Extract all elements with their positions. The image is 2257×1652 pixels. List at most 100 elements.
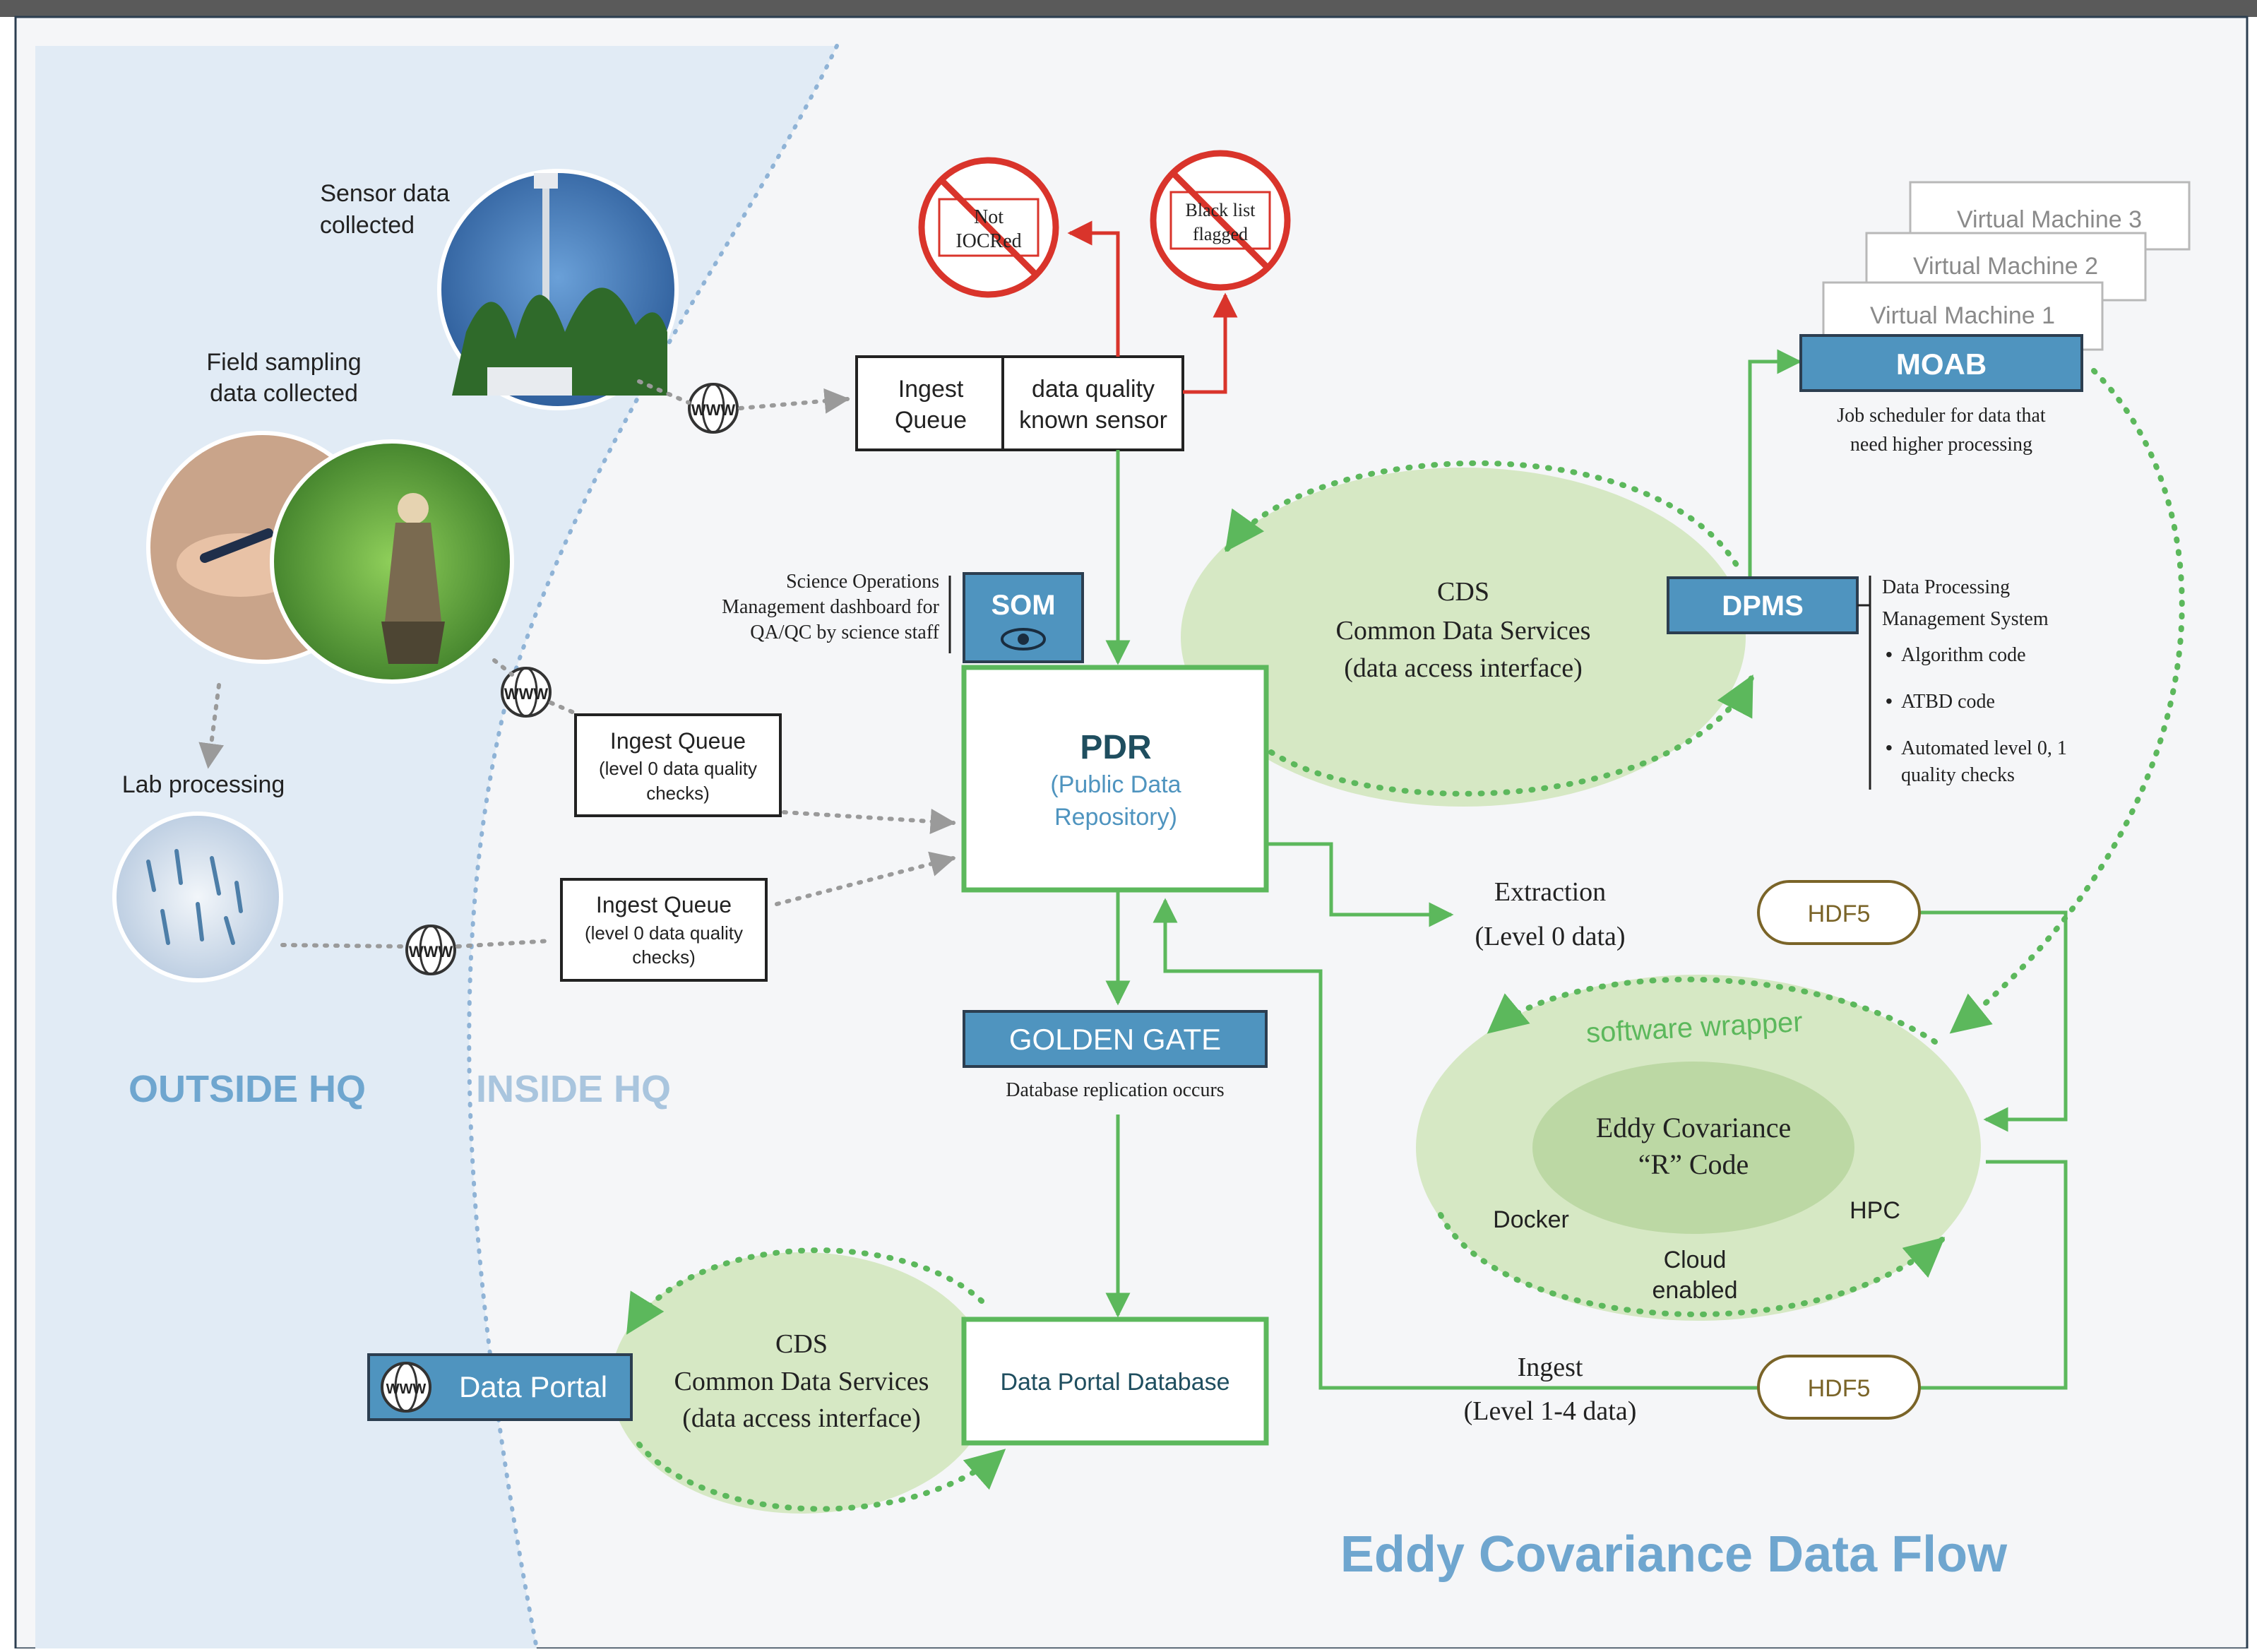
- www-to-ingest-top-flow: [738, 388, 850, 414]
- moab-to-wrapper-flow: [1949, 368, 2185, 1034]
- inside-hq-label: INSIDE HQ: [476, 1068, 671, 1110]
- hq-boundary: [467, 44, 839, 1651]
- extraction-arrow: [1268, 842, 1454, 927]
- ingest-top-left-1: Ingest: [898, 376, 964, 403]
- sensor-to-www-flow: [637, 379, 691, 405]
- ingest-mid-sub-1: (level 0 data quality: [599, 758, 757, 779]
- globe-icon: WWW: [381, 1362, 431, 1413]
- black-list-reject: Black list flagged: [1150, 150, 1291, 291]
- not-iocred-reject: Not IOCRed: [918, 157, 1059, 298]
- sampling-label-1: Field sampling: [206, 349, 361, 376]
- sampling-to-www-flow: [492, 658, 514, 677]
- pdr-title: PDR: [1080, 729, 1151, 766]
- moab-node: MOAB Job scheduler for data that need hi…: [1799, 334, 2083, 456]
- dpms-node: DPMS Data Processing Management System •…: [1667, 576, 2067, 790]
- hpc-label: HPC: [1850, 1197, 1900, 1224]
- cds-top: CDS Common Data Services (data access in…: [1181, 460, 1754, 807]
- www-globe-middle-icon: WWW: [501, 667, 552, 718]
- black-list-1: Black list: [1186, 200, 1256, 220]
- wrapper-to-hdf5-line: [1919, 1160, 2068, 1390]
- hdf5-extraction-badge: HDF5: [1757, 880, 1921, 945]
- cds-top-3: (data access interface): [1344, 653, 1583, 683]
- ingest-mid-to-pdr-flow: [782, 809, 956, 834]
- som-node: SOM Science Operations Management dashbo…: [722, 571, 1084, 663]
- som-label: SOM: [991, 590, 1055, 621]
- golden-gate-node: GOLDEN GATE Database replication occurs: [963, 1010, 1268, 1101]
- software-wrapper: software wrapper Eddy Covariance “R” Cod…: [1416, 975, 1981, 1321]
- dpms-bullet-mark: •: [1886, 690, 1893, 712]
- dpms-desc-2: Management System: [1882, 608, 2049, 630]
- data-portal-database: Data Portal Database: [961, 1317, 1269, 1446]
- golden-gate-desc: Database replication occurs: [1006, 1079, 1224, 1101]
- sensor-photo: [437, 169, 679, 410]
- www-globe-lower-icon: WWW: [405, 925, 456, 975]
- ingest-low-sub-1: (level 0 data quality: [585, 922, 743, 944]
- outside-hq-label: OUTSIDE HQ: [129, 1068, 366, 1110]
- dpms-bullet-mark: •: [1886, 737, 1893, 759]
- lab-processing-photo: [112, 812, 283, 982]
- som-desc-1: Science Operations: [786, 571, 939, 593]
- ingest-mid-title: Ingest Queue: [610, 728, 746, 754]
- dpms-label: DPMS: [1722, 590, 1804, 622]
- dpms-desc-1: Data Processing: [1882, 576, 2010, 598]
- not-iocred-1: Not: [974, 206, 1004, 228]
- hdf5-ingest-badge: HDF5: [1757, 1355, 1921, 1420]
- www-label: WWW: [409, 943, 453, 961]
- data-portal-label: Data Portal: [459, 1370, 607, 1403]
- ingest-queue-top: Ingest Queue data quality known sensor: [855, 355, 1184, 451]
- field-sampling-photo: [146, 431, 514, 684]
- ingest-low-to-pdr-flow: [775, 851, 956, 906]
- lab-to-www-flow: [280, 943, 405, 949]
- hdf5-label: HDF5: [1808, 1375, 1871, 1402]
- moab-label: MOAB: [1896, 347, 1987, 381]
- ingest-low-sub-2: checks): [632, 946, 696, 968]
- hdf5-to-wrapper-arrow: [1919, 910, 2068, 1132]
- vm1-label: Virtual Machine 1: [1870, 302, 2055, 329]
- golden-gate-label: GOLDEN GATE: [1009, 1023, 1221, 1056]
- som-desc-3: QA/QC by science staff: [750, 622, 939, 643]
- black-list-2: flagged: [1193, 224, 1248, 244]
- dpms-bullet-3-cont: quality checks: [1901, 764, 2015, 786]
- sensor-label-2: collected: [320, 212, 415, 239]
- pdr-node: PDR (Public Data Repository): [961, 665, 1269, 893]
- dpms-bullet-3: Automated level 0, 1: [1901, 737, 2067, 759]
- data-portal-button[interactable]: WWW Data Portal: [367, 1353, 633, 1421]
- pdr-sub-2: Repository): [1054, 804, 1177, 831]
- www-to-ingest-low-flow: [455, 939, 553, 949]
- cds-bottom-3: (data access interface): [682, 1403, 921, 1433]
- to-not-iocred-arrow: [1067, 220, 1120, 357]
- dpms-bullet-2: ATBD code: [1901, 691, 1995, 713]
- dpms-to-moab-arrow: [1748, 349, 1802, 578]
- ingest-back-to-pdr-arrow: [1153, 898, 1758, 1390]
- ingest-flow-label: Ingest: [1518, 1353, 1583, 1382]
- diagram-title: Eddy Covariance Data Flow: [1340, 1526, 2008, 1583]
- www-label: WWW: [691, 401, 736, 419]
- www-label: WWW: [386, 1381, 427, 1397]
- cloud-label-1: Cloud: [1664, 1247, 1727, 1273]
- ingest-top-right-1: data quality: [1032, 376, 1155, 403]
- sampling-label-2: data collected: [210, 380, 358, 407]
- not-iocred-2: IOCRed: [955, 230, 1021, 252]
- ingest-low-title: Ingest Queue: [596, 892, 732, 917]
- ingest-queue-lower: Ingest Queue (level 0 data quality check…: [560, 878, 768, 982]
- eye-icon: [1001, 628, 1046, 650]
- moab-desc-2: need higher processing: [1850, 434, 2032, 456]
- www-to-ingest-mid-flow: [549, 701, 578, 715]
- som-desc-2: Management dashboard for: [722, 596, 940, 618]
- cloud-label-2: enabled: [1652, 1277, 1737, 1304]
- cds-bottom: CDS Common Data Services (data access in…: [611, 1247, 1006, 1514]
- vm3-label: Virtual Machine 3: [1957, 206, 2142, 233]
- lab-label: Lab processing: [122, 771, 285, 798]
- ingest-top-right-2: known sensor: [1019, 407, 1167, 434]
- dpms-bullet-1: Algorithm code: [1901, 644, 2026, 666]
- ingest-top-left-2: Queue: [895, 407, 967, 434]
- to-black-list-arrow: [1183, 292, 1238, 394]
- vm2-label: Virtual Machine 2: [1913, 253, 2098, 280]
- hdf5-label: HDF5: [1808, 901, 1871, 927]
- cds-top-1: CDS: [1437, 577, 1489, 607]
- sampling-to-lab-arrow: [198, 683, 225, 769]
- cds-bottom-2: Common Data Services: [674, 1367, 929, 1396]
- dpms-bullet-mark: •: [1886, 643, 1893, 665]
